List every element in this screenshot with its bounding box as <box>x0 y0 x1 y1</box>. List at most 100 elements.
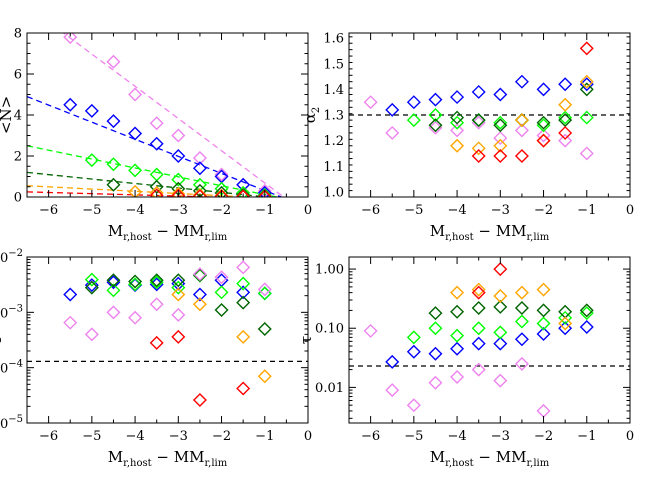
data-point-orange <box>471 282 486 297</box>
data-point-violet <box>106 54 121 69</box>
y-axis-label: α2 <box>301 107 322 124</box>
plot-frame <box>26 32 309 198</box>
fit-line-blue <box>27 95 283 197</box>
x-tick-label: −1 <box>255 429 274 444</box>
data-point-blue <box>385 354 400 369</box>
data-point-orange <box>236 329 251 344</box>
data-point-blue <box>579 77 594 92</box>
x-tick-label: −4 <box>447 429 466 444</box>
data-point-green <box>214 285 229 300</box>
y-tick-label: 0 <box>14 191 22 206</box>
y-tick-label: 1.4 <box>323 83 344 98</box>
data-point-green <box>450 115 465 130</box>
fit-line-darkgreen <box>27 171 273 197</box>
data-point-red <box>579 41 594 56</box>
data-point-orange <box>493 289 508 304</box>
data-point-violet <box>406 398 421 413</box>
data-point-darkgreen <box>128 274 143 289</box>
data-point-blue <box>471 84 486 99</box>
data-point-violet <box>214 167 229 182</box>
x-tick-label: −3 <box>169 429 188 444</box>
data-point-green <box>84 272 99 287</box>
data-point-orange <box>171 287 186 302</box>
data-point-violet <box>214 270 229 285</box>
data-point-violet <box>385 383 400 398</box>
x-tick-label: −2 <box>212 429 231 444</box>
fit-line-red <box>27 191 236 197</box>
data-point-orange <box>579 74 594 89</box>
data-point-violet <box>128 87 143 102</box>
data-point-red <box>471 149 486 163</box>
data-point-darkgreen <box>84 280 99 295</box>
panel-f: −6−5−4−3−2−1010−510−410−310−2Mr,host − M… <box>0 248 312 469</box>
data-point-blue <box>536 82 551 97</box>
data-point-darkgreen <box>450 304 465 319</box>
data-point-blue <box>192 287 207 302</box>
data-point-blue <box>579 319 594 334</box>
data-point-green <box>128 277 143 292</box>
data-point-blue <box>192 161 207 176</box>
data-point-red <box>192 189 207 197</box>
y-tick-label: 8 <box>14 27 22 42</box>
data-point-violet <box>171 307 186 322</box>
data-point-blue <box>84 103 99 118</box>
data-point-violet <box>558 133 573 148</box>
data-point-red <box>514 149 529 163</box>
data-point-violet <box>149 297 164 312</box>
data-point-green <box>106 283 121 298</box>
data-point-violet <box>471 115 486 130</box>
data-point-violet <box>514 356 529 371</box>
data-point-darkgreen <box>579 303 594 318</box>
x-axis-label: Mr,host − MMr,lim <box>430 222 550 243</box>
data-point-darkgreen <box>149 179 164 194</box>
data-point-violet <box>63 33 78 45</box>
data-point-green <box>128 163 143 178</box>
data-point-orange <box>192 187 207 197</box>
data-point-violet <box>385 125 400 140</box>
x-tick-label: −1 <box>577 429 596 444</box>
data-point-violet <box>106 305 121 320</box>
data-point-green <box>236 185 251 197</box>
x-axis-label: Mr,host − MMr,lim <box>108 222 228 243</box>
data-point-red <box>558 125 573 140</box>
y-tick-label: 1.0 <box>323 185 344 200</box>
x-tick-label: −5 <box>82 429 101 444</box>
data-point-orange <box>450 285 465 300</box>
data-point-green <box>171 280 186 295</box>
data-point-violet <box>471 362 486 377</box>
x-tick-label: −6 <box>39 203 58 218</box>
data-point-green <box>257 286 272 301</box>
data-point-green <box>406 113 421 128</box>
x-tick-label: −4 <box>125 203 144 218</box>
data-point-blue <box>106 275 121 290</box>
data-point-blue <box>257 286 272 301</box>
data-point-green <box>149 167 164 182</box>
fit-line-violet <box>62 33 285 197</box>
data-point-green <box>493 115 508 130</box>
data-point-blue <box>171 149 186 163</box>
data-point-green <box>428 108 443 122</box>
y-tick-label: 10−3 <box>0 303 23 321</box>
data-point-green <box>171 172 186 187</box>
data-point-darkgreen <box>428 306 443 321</box>
data-point-orange <box>471 141 486 156</box>
data-point-blue <box>63 287 78 302</box>
plot-frame <box>348 32 631 198</box>
data-point-red <box>171 188 186 197</box>
plot-frame <box>26 256 309 424</box>
data-point-darkgreen <box>236 295 251 310</box>
x-tick-label: 0 <box>304 203 312 218</box>
data-point-blue <box>450 90 465 105</box>
data-point-green <box>106 157 121 172</box>
x-tick-label: −4 <box>125 429 144 444</box>
y-tick-label: 1.6 <box>323 32 344 47</box>
data-point-blue <box>493 87 508 102</box>
data-point-blue <box>106 114 121 129</box>
data-point-green <box>493 325 508 340</box>
data-point-violet <box>493 131 508 146</box>
data-point-violet <box>536 128 551 143</box>
data-point-red <box>149 188 164 197</box>
